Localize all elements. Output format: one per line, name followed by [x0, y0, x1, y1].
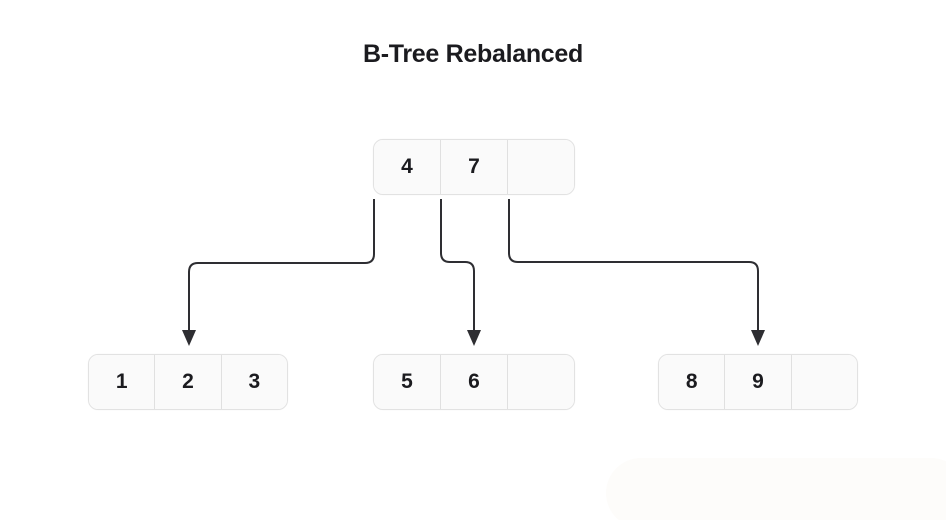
arrowhead-child-2: [467, 330, 481, 346]
btree-cell-empty: [508, 140, 574, 194]
diagram-title: B-Tree Rebalanced: [363, 40, 583, 68]
arrow-root-to-child-1: [188, 199, 375, 331]
btree-child-node-1: 1 2 3: [88, 354, 288, 410]
background-artifact-blob: [606, 458, 946, 520]
btree-cell: 4: [374, 140, 441, 194]
btree-cell: 2: [155, 355, 222, 409]
arrow-root-to-child-3: [508, 199, 759, 331]
btree-cell: 3: [221, 355, 287, 409]
btree-root-node: 4 7: [373, 139, 575, 195]
btree-cell: 5: [374, 355, 441, 409]
arrowhead-child-1: [182, 330, 196, 346]
arrowhead-child-3: [751, 330, 765, 346]
btree-cell: 1: [89, 355, 156, 409]
btree-cell: 7: [441, 140, 508, 194]
arrow-root-to-child-2: [440, 199, 475, 331]
btree-child-node-2: 5 6: [373, 354, 575, 410]
btree-cell-empty: [791, 355, 857, 409]
btree-cell: 8: [659, 355, 726, 409]
btree-cell: 9: [725, 355, 792, 409]
btree-child-node-3: 8 9: [658, 354, 858, 410]
btree-cell-empty: [508, 355, 574, 409]
btree-cell: 6: [441, 355, 508, 409]
